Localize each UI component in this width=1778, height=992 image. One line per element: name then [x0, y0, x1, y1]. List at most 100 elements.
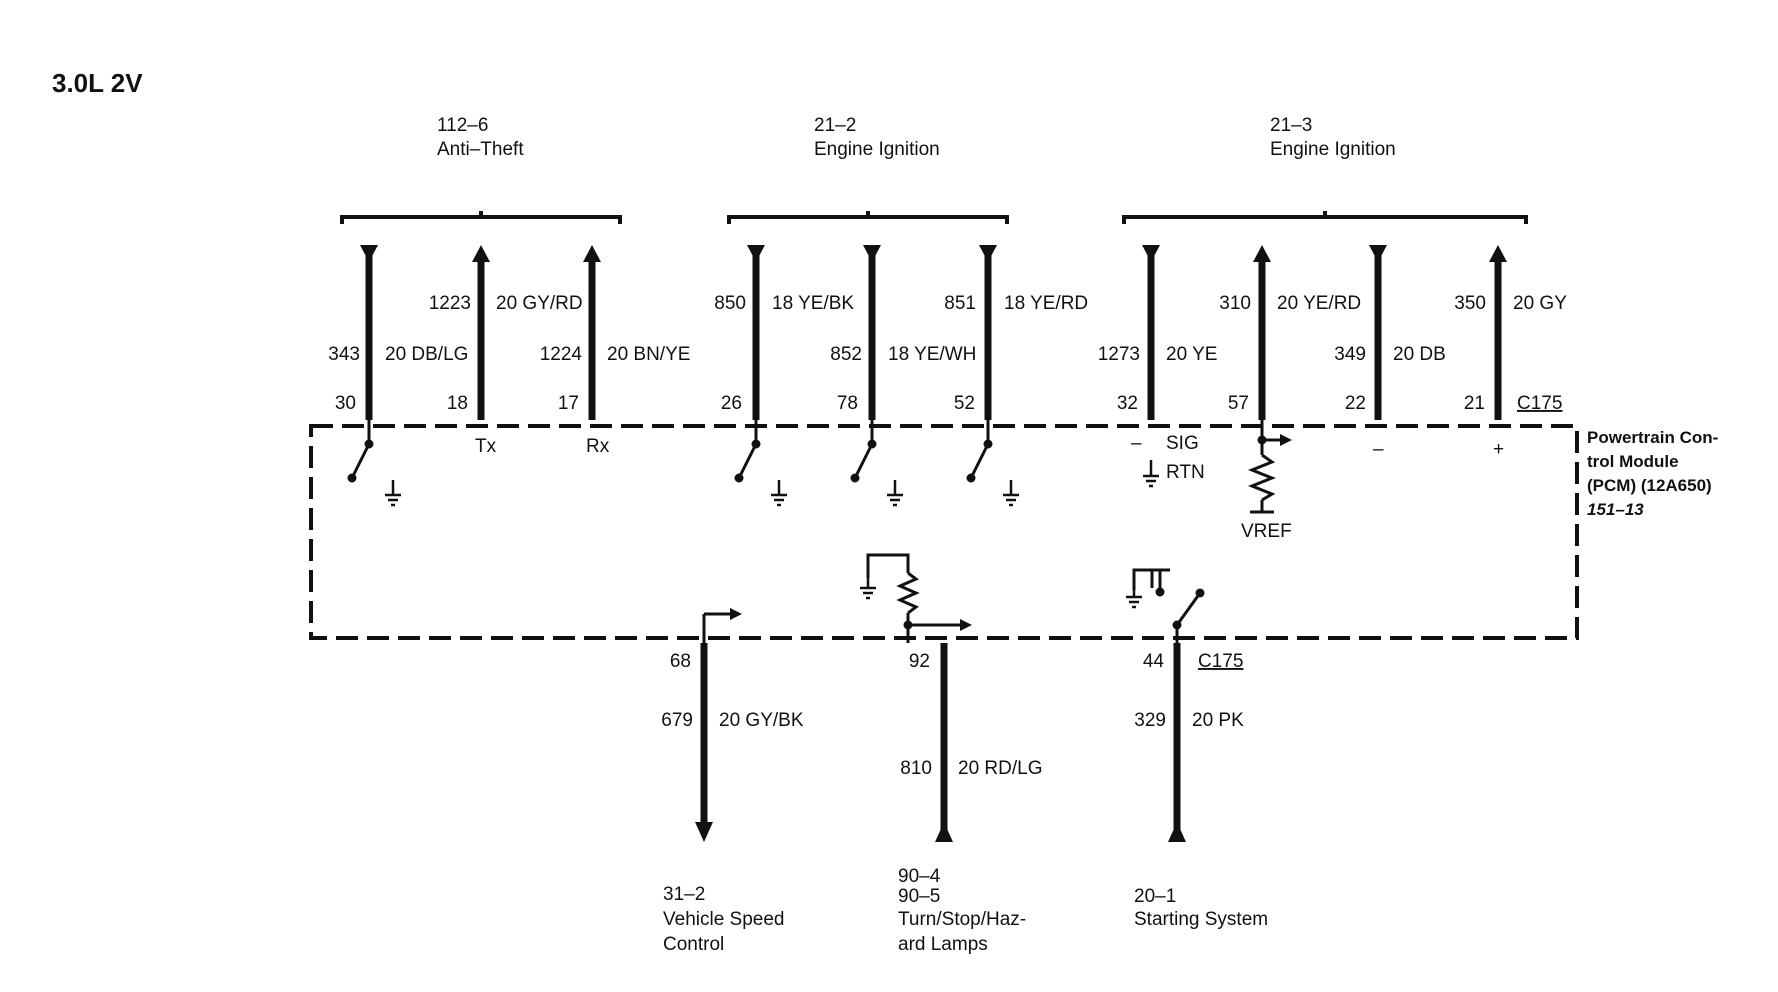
diagram-title: 3.0L 2V	[52, 68, 143, 98]
label-plus-350: +	[1493, 439, 1504, 460]
group-name-engine-ignition-2: Engine Ignition	[1270, 139, 1396, 160]
label-vref: VREF	[1241, 521, 1292, 542]
pin-26: 26	[721, 393, 742, 414]
wire-810: 92 810 20 RD/LG	[900, 643, 1042, 842]
module-name-line-2: trol Module	[1587, 452, 1679, 471]
dest-name-vehicle-speed-2: Control	[663, 934, 724, 955]
lamp-potentiometer	[866, 553, 972, 643]
wire-color-350: 20 GY	[1513, 293, 1567, 314]
vss-output-junction	[702, 608, 742, 643]
circuit-349: 349	[1334, 344, 1366, 365]
circuit-329: 329	[1134, 710, 1166, 731]
module-name-line-1: Powertrain Con-	[1587, 428, 1718, 447]
circuit-1224: 1224	[540, 344, 583, 365]
dest-ref-starting-system: 20–1	[1134, 886, 1176, 907]
wire-1223: 1223 20 GY/RD 18	[429, 245, 583, 420]
pin-21: 21	[1464, 393, 1485, 414]
ground-symbol-start	[1126, 590, 1142, 609]
wire-color-329: 20 PK	[1192, 710, 1244, 731]
ground-symbol-lamp	[860, 578, 876, 600]
pin-52: 52	[954, 393, 975, 414]
wire-343: 343 20 DB/LG 30	[328, 245, 468, 420]
connector-c175-top: C175	[1517, 393, 1562, 414]
pin-78: 78	[837, 393, 858, 414]
starting-switch	[1132, 568, 1205, 643]
dest-ref-lamps-2: 90–5	[898, 886, 940, 907]
label-rx: Rx	[586, 436, 610, 457]
pin-32: 32	[1117, 393, 1138, 414]
group-ref-engine-ignition-2: 21–3	[1270, 115, 1312, 136]
switch-850	[734, 420, 761, 483]
dest-ref-vehicle-speed: 31–2	[663, 884, 705, 905]
group-bracket-engine-ignition-2	[1122, 211, 1528, 224]
pcm-outline	[309, 424, 1579, 640]
ground-symbol-851	[1003, 480, 1019, 507]
circuit-310: 310	[1219, 293, 1251, 314]
dest-name-starting-system: Starting System	[1134, 909, 1268, 930]
wire-349: 349 20 DB 22	[1334, 245, 1446, 420]
pin-18: 18	[447, 393, 468, 414]
circuit-850: 850	[714, 293, 746, 314]
ground-symbol-852	[887, 480, 903, 507]
wire-1273: 1273 20 YE 32	[1098, 245, 1217, 420]
ground-symbol-rtn	[1143, 460, 1159, 488]
wire-850: 850 18 YE/BK 26	[714, 245, 854, 420]
label-minus-349: –	[1373, 439, 1384, 460]
vref-resistor	[1247, 420, 1292, 514]
wire-color-1224: 20 BN/YE	[607, 344, 690, 365]
group-bracket-engine-ignition-1	[727, 211, 1009, 224]
pin-17: 17	[558, 393, 579, 414]
dest-ref-lamps-1: 90–4	[898, 866, 941, 887]
label-tx: Tx	[475, 436, 497, 457]
circuit-679: 679	[661, 710, 693, 731]
label-rtn: RTN	[1166, 462, 1205, 483]
wire-329: 44 329 20 PK	[1134, 643, 1244, 842]
dest-name-vehicle-speed-1: Vehicle Speed	[663, 909, 785, 930]
dest-name-lamps-1: Turn/Stop/Haz-	[898, 909, 1026, 930]
pin-68: 68	[670, 651, 691, 672]
wire-color-1273: 20 YE	[1166, 344, 1217, 365]
connector-c175-bottom: C175	[1198, 651, 1243, 672]
label-minus-sig: –	[1131, 433, 1142, 454]
pin-30: 30	[335, 393, 356, 414]
circuit-851: 851	[944, 293, 976, 314]
circuit-1273: 1273	[1098, 344, 1140, 365]
circuit-1223: 1223	[429, 293, 471, 314]
wire-color-810: 20 RD/LG	[958, 758, 1042, 779]
circuit-343: 343	[328, 344, 360, 365]
circuit-852: 852	[830, 344, 862, 365]
wire-851: 851 18 YE/RD 52	[944, 245, 1088, 420]
wire-color-851: 18 YE/RD	[1004, 293, 1088, 314]
wire-color-310: 20 YE/RD	[1277, 293, 1361, 314]
pin-92: 92	[909, 651, 930, 672]
dest-name-lamps-2: ard Lamps	[898, 934, 988, 955]
module-name-line-3: (PCM) (12A650)	[1587, 476, 1712, 495]
group-name-engine-ignition-1: Engine Ignition	[814, 139, 940, 160]
wire-color-349: 20 DB	[1393, 344, 1446, 365]
switch-852	[850, 420, 877, 483]
switch-851	[966, 420, 993, 483]
wire-color-852: 18 YE/WH	[888, 344, 976, 365]
ground-symbol-343	[385, 480, 401, 507]
circuit-810: 810	[900, 758, 932, 779]
wire-color-1223: 20 GY/RD	[496, 293, 583, 314]
wire-color-343: 20 DB/LG	[385, 344, 468, 365]
wire-1224: 1224 20 BN/YE 17	[540, 245, 690, 420]
circuit-350: 350	[1454, 293, 1486, 314]
pin-44: 44	[1143, 651, 1165, 672]
wire-852: 852 18 YE/WH 78	[830, 245, 976, 420]
pin-22: 22	[1345, 393, 1366, 414]
label-sig: SIG	[1166, 433, 1199, 454]
wire-350: 350 20 GY 21	[1454, 245, 1567, 420]
wire-310: 310 20 YE/RD 57	[1219, 245, 1361, 420]
switch-343	[347, 420, 374, 483]
group-name-anti-theft: Anti–Theft	[437, 139, 524, 160]
wire-679: 68 679 20 GY/BK	[661, 643, 804, 842]
group-bracket-anti-theft	[340, 211, 622, 224]
ground-symbol-850	[771, 480, 787, 507]
module-ref: 151–13	[1587, 500, 1644, 519]
pin-57: 57	[1228, 393, 1249, 414]
group-ref-engine-ignition-1: 21–2	[814, 115, 856, 136]
group-ref-anti-theft: 112–6	[437, 115, 488, 136]
